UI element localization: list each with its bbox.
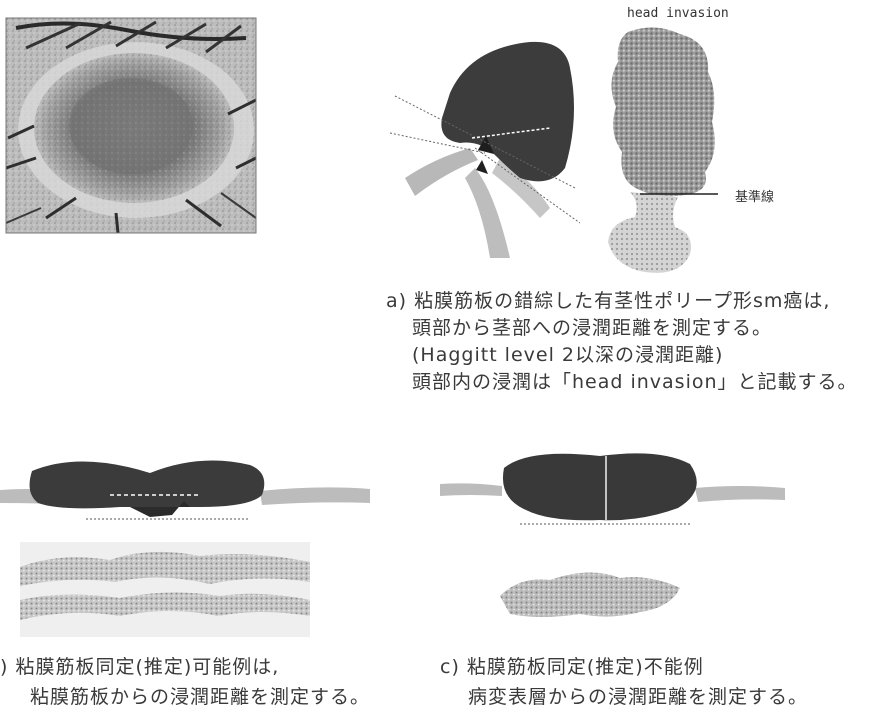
- baseline-label: 基準線: [735, 186, 774, 205]
- polyp-schematic-a: [390, 28, 600, 258]
- caption-a-line-3: (Haggitt level 2以深の浸潤距離): [412, 340, 723, 367]
- caption-c-line-2: 病変表層からの浸潤距離を測定する。: [468, 682, 808, 709]
- histology-b: [20, 542, 310, 637]
- caption-a-line-2: 頭部から茎部への浸潤距離を測定する。: [412, 313, 772, 340]
- endoscopic-photo: [6, 18, 256, 233]
- caption-b-line-2: 粘膜筋板からの浸潤距離を測定する。: [30, 682, 370, 709]
- head-invasion-label: head invasion: [627, 6, 729, 21]
- histology-c: [500, 556, 690, 626]
- histology-head-invasion: [600, 22, 730, 282]
- lesion-schematic-b: [0, 445, 370, 535]
- lesion-schematic-c: [440, 440, 800, 530]
- caption-c-line-1: c) 粘膜筋板同定(推定)不能例: [440, 652, 704, 679]
- caption-a-line-1: a) 粘膜筋板の錯綜した有茎性ポリープ形sm癌は,: [386, 286, 830, 313]
- caption-b-line-1: ) 粘膜筋板同定(推定)可能例は,: [0, 652, 279, 679]
- caption-a-line-4: 頭部内の浸潤は「head invasion」と記載する。: [412, 367, 858, 394]
